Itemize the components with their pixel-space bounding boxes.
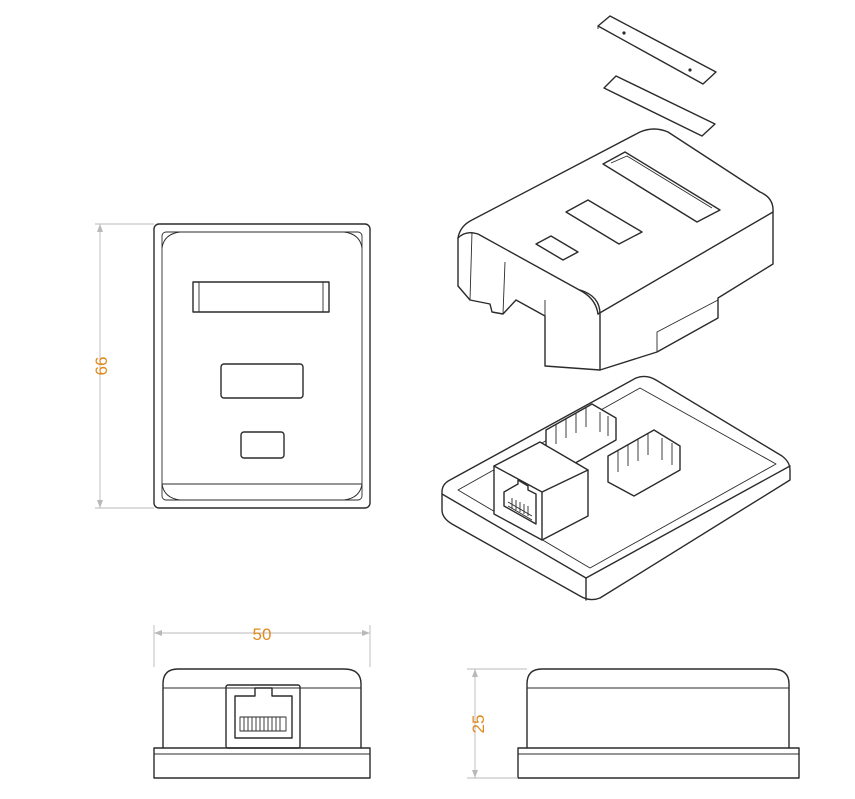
jack-side-view [153, 668, 371, 779]
depth-dimension: 25 [467, 668, 527, 779]
height-dimension-label: 66 [92, 357, 111, 376]
width-dimension-label: 50 [253, 625, 272, 644]
front-slot-large [220, 363, 304, 399]
label-holder-strip [597, 15, 717, 85]
cover-isometric [457, 128, 774, 371]
depth-dimension-label: 25 [469, 715, 488, 734]
front-view [153, 223, 371, 509]
label-insert-strip [603, 75, 716, 137]
height-dimension: 66 [92, 223, 154, 509]
label-window [192, 281, 330, 313]
rj45-jack-icon [225, 684, 301, 749]
rj45-port-icon [493, 441, 589, 541]
idc-terminal-block-right [607, 429, 681, 497]
front-slot-small [240, 431, 285, 459]
base-isometric [441, 375, 791, 601]
width-dimension: 50 [153, 625, 371, 667]
side-view [517, 668, 800, 779]
